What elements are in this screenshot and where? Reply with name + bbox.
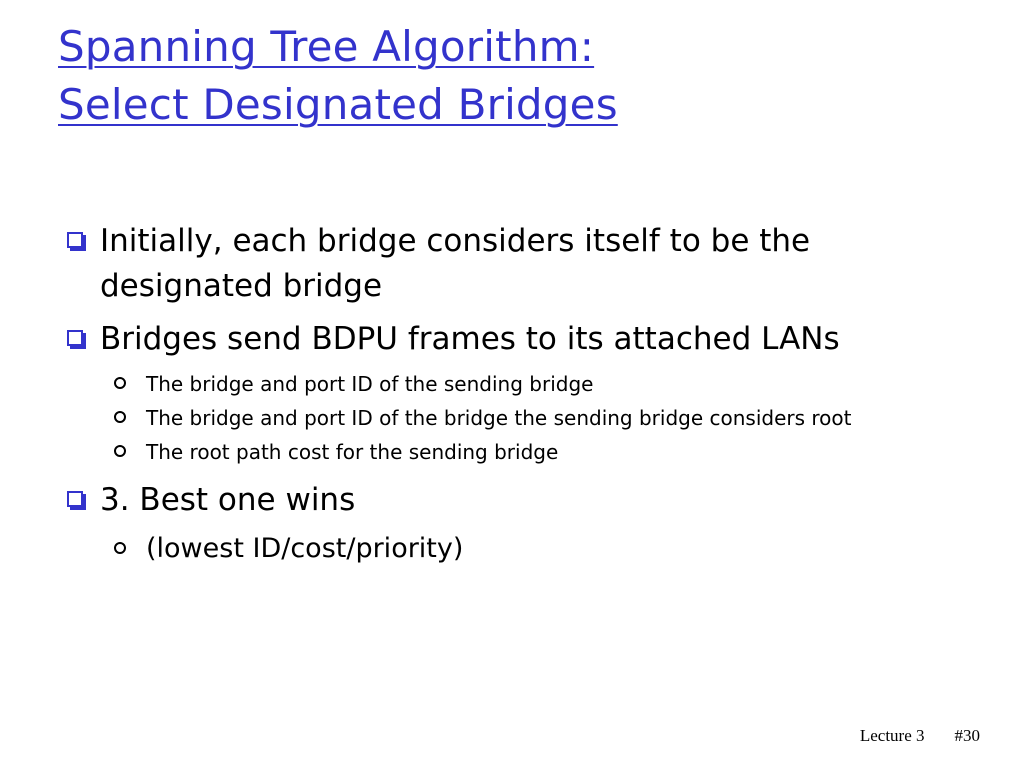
bullet-text-2: Bridges send BDPU frames to its attached… [100,321,840,357]
sub-bullet-item: The bridge and port ID of the sending br… [106,370,966,398]
bullet-text-1: Initially, each bridge considers itself … [100,223,811,304]
sub-bullet-list-3: (lowest ID/cost/priority) [106,531,966,567]
square-bullet-icon [67,330,83,346]
square-bullet-icon [67,232,83,248]
bullet-item-3: 3. Best one wins [66,478,966,523]
sub-bullet-text: The bridge and port ID of the sending br… [146,372,594,396]
slide-title: Spanning Tree Algorithm: Select Designat… [58,18,978,134]
lecture-label: Lecture 3 [859,726,925,745]
sub-bullet-list-2: The bridge and port ID of the sending br… [106,370,966,466]
circle-bullet-icon [114,411,126,423]
slide-number: #30 [954,726,981,745]
circle-bullet-icon [114,542,126,554]
sub-bullet-text: The bridge and port ID of the bridge the… [146,406,852,430]
slide-title-line-1: Spanning Tree Algorithm: [58,22,595,71]
bullet-item-2: Bridges send BDPU frames to its attached… [66,317,966,362]
square-bullet-icon [67,491,83,507]
slide-footer: Lecture 3 #30 [860,726,980,746]
bullet-item-1: Initially, each bridge considers itself … [66,219,966,309]
sub-bullet-item: The root path cost for the sending bridg… [106,438,966,466]
circle-bullet-icon [114,377,126,389]
bullet-text-3: 3. Best one wins [100,482,356,518]
sub-bullet-text: The root path cost for the sending bridg… [146,440,559,464]
sub-bullet-text: (lowest ID/cost/priority) [146,533,464,564]
bullet-list: Initially, each bridge considers itself … [66,219,966,579]
sub-bullet-item: (lowest ID/cost/priority) [106,531,966,567]
circle-bullet-icon [114,445,126,457]
slide-title-line-2: Select Designated Bridges [58,80,618,129]
sub-bullet-item: The bridge and port ID of the bridge the… [106,404,966,432]
